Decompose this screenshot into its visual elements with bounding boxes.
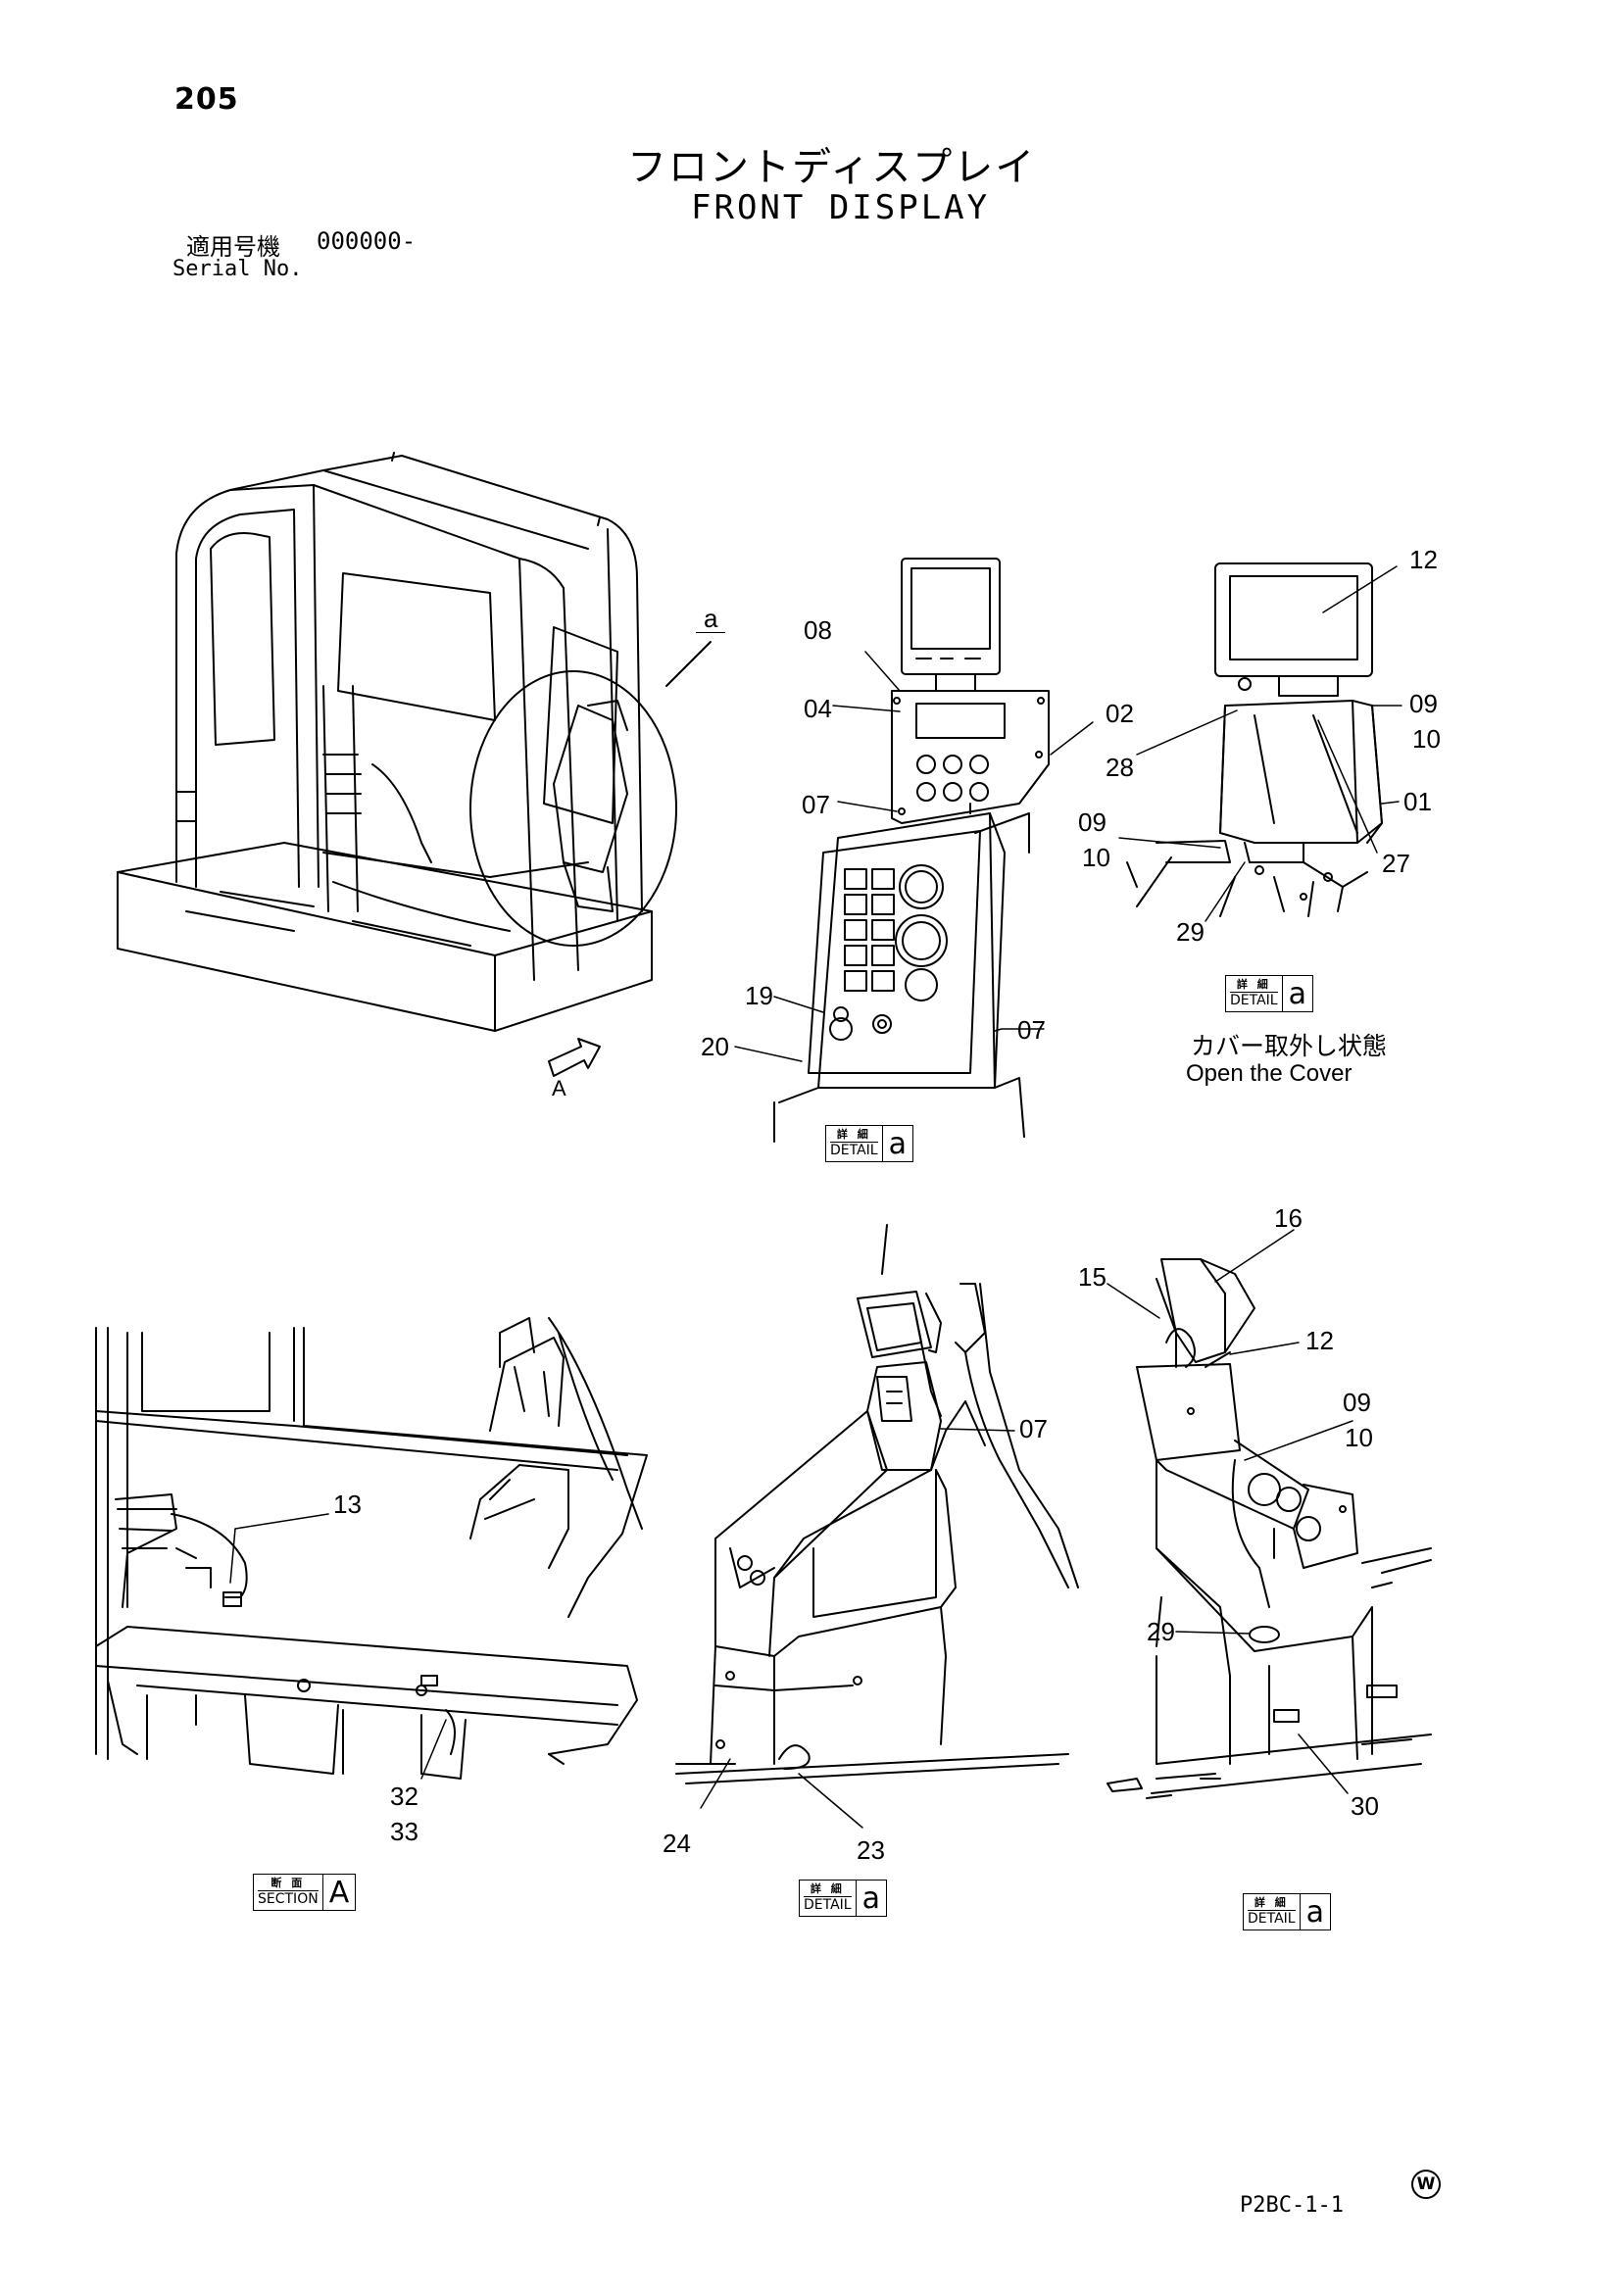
monitor-stand-drawing bbox=[675, 1224, 1221, 1799]
part-label-12-open: 12 bbox=[1305, 1326, 1334, 1355]
label-a-top: a bbox=[704, 604, 718, 633]
section-a-drawing bbox=[95, 1317, 648, 1780]
part-label-07-stand: 07 bbox=[1019, 1414, 1048, 1443]
front-display-detail-drawing bbox=[773, 558, 1050, 1143]
cab-overview-drawing bbox=[117, 452, 712, 1077]
open-view-drawing bbox=[1136, 1258, 1432, 1794]
part-label-12: 12 bbox=[1409, 545, 1438, 574]
part-label-09-left: 09 bbox=[1078, 807, 1107, 837]
part-label-19: 19 bbox=[745, 981, 773, 1010]
part-label-29: 29 bbox=[1176, 917, 1205, 947]
part-label-23: 23 bbox=[857, 1835, 885, 1865]
part-label-07: 07 bbox=[802, 790, 830, 819]
part-label-02: 02 bbox=[1106, 699, 1134, 728]
serial-label-english: Serial No. bbox=[172, 257, 303, 281]
part-label-10-left: 10 bbox=[1082, 843, 1110, 872]
serial-code: 000000- bbox=[317, 227, 417, 255]
title-japanese: フロントディスプレイ bbox=[627, 145, 1037, 190]
part-label-16: 16 bbox=[1274, 1203, 1303, 1233]
part-label-33: 33 bbox=[390, 1817, 418, 1846]
page-number: 205 bbox=[174, 82, 239, 117]
part-label-20: 20 bbox=[701, 1032, 729, 1061]
part-label-32: 32 bbox=[390, 1782, 418, 1811]
part-label-24: 24 bbox=[663, 1829, 691, 1858]
cover-removed-detail-drawing bbox=[1126, 562, 1383, 917]
part-label-28: 28 bbox=[1106, 753, 1134, 782]
drawing-code: P2BC-1-1 bbox=[1240, 2193, 1344, 2218]
part-label-27: 27 bbox=[1382, 849, 1410, 878]
title-english: FRONT DISPLAY bbox=[691, 188, 991, 227]
part-label-01: 01 bbox=[1403, 787, 1432, 816]
part-label-08: 08 bbox=[804, 615, 832, 645]
part-label-13: 13 bbox=[333, 1490, 362, 1519]
part-label-15: 15 bbox=[1078, 1262, 1107, 1292]
part-label-09: 09 bbox=[1409, 689, 1438, 718]
serial-label-japanese: 適用号機 bbox=[186, 233, 280, 261]
part-label-30: 30 bbox=[1351, 1791, 1379, 1821]
part-label-09-open: 09 bbox=[1343, 1388, 1371, 1417]
part-label-10-open: 10 bbox=[1345, 1423, 1373, 1452]
w-mark: W bbox=[1411, 2170, 1441, 2199]
part-label-10: 10 bbox=[1412, 724, 1441, 754]
label-a-underline bbox=[696, 632, 725, 633]
open-cover-caption-en: Open the Cover bbox=[1186, 1060, 1352, 1087]
part-label-04: 04 bbox=[804, 694, 832, 723]
leader-lines bbox=[229, 565, 1402, 1829]
part-label-29-open: 29 bbox=[1147, 1617, 1175, 1646]
open-cover-caption-jp: カバー取外し状態 bbox=[1191, 1033, 1388, 1060]
arrow-a-label: A bbox=[552, 1076, 566, 1100]
part-label-07-lower: 07 bbox=[1017, 1015, 1046, 1045]
